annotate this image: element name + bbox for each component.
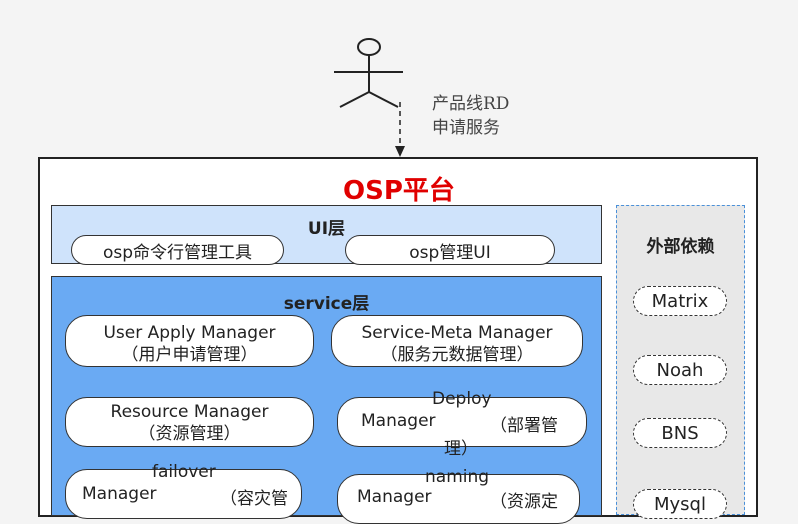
- service-meta-manager-desc: （服务元数据管理）: [380, 345, 534, 365]
- naming-manager-word-main: Manager: [357, 487, 432, 507]
- service-layer: service层 User Apply Manager （用户申请管理） Ser…: [51, 276, 602, 524]
- service-layer-title: service层: [283, 294, 370, 314]
- user-apply-manager-desc: （用户申请管理）: [121, 345, 258, 365]
- user-apply-manager-name: User Apply Manager: [103, 323, 276, 343]
- resource-manager-desc: （资源管理）: [138, 424, 241, 444]
- deploy-manager: [337, 397, 587, 447]
- failover-manager-note: （容灾管: [220, 489, 288, 509]
- naming-manager-note: （资源定: [490, 492, 558, 512]
- dep-noah-label: Noah: [656, 359, 704, 381]
- resource-manager-name: Resource Manager: [110, 402, 269, 422]
- actor-leg-right: [368, 91, 399, 108]
- ui-item-cli-tool: osp命令行管理工具: [71, 235, 284, 265]
- service-meta-manager: Service-Meta Manager （服务元数据管理）: [331, 315, 583, 367]
- dep-matrix-label: Matrix: [651, 290, 709, 312]
- actor-figure: [334, 38, 405, 157]
- deploy-manager-word-main: Manager: [361, 411, 436, 431]
- dep-mysql: Mysql: [633, 489, 727, 519]
- ui-item-admin-ui-label: osp管理UI: [409, 242, 491, 263]
- resource-manager: Resource Manager （资源管理）: [65, 397, 314, 447]
- ui-layer-title: UI层: [307, 219, 346, 239]
- naming-manager-word-top: naming: [425, 467, 490, 487]
- service-meta-manager-name: Service-Meta Manager: [361, 323, 553, 343]
- ui-item-admin-ui: osp管理UI: [345, 235, 555, 265]
- actor-leg-left: [339, 91, 370, 108]
- actor-label-line1: 产品线RD: [432, 94, 510, 114]
- actor-head: [357, 38, 381, 56]
- ui-layer: UI层 osp命令行管理工具 osp管理UI: [51, 205, 602, 265]
- request-arrow-head: [395, 146, 405, 157]
- deploy-manager-note-end: 理）: [444, 439, 478, 459]
- deploy-manager-note: （部署管: [490, 416, 558, 436]
- deploy-manager-word-top: Deploy: [432, 389, 492, 409]
- dep-mysql-label: Mysql: [654, 493, 706, 515]
- dep-noah: Noah: [633, 355, 727, 385]
- user-apply-manager: User Apply Manager （用户申请管理）: [65, 315, 314, 367]
- external-dependencies: 外部依赖 Matrix Noah BNS Mysql: [616, 205, 745, 519]
- failover-manager-word-top: failover: [152, 462, 216, 482]
- ui-item-cli-tool-label: osp命令行管理工具: [102, 242, 253, 263]
- platform-title: OSP平台: [343, 176, 455, 206]
- dep-matrix: Matrix: [633, 286, 727, 316]
- failover-manager-word-main: Manager: [82, 484, 157, 504]
- dep-bns-label: BNS: [661, 422, 699, 444]
- external-dependencies-title: 外部依赖: [646, 237, 715, 257]
- actor-label-line2: 申请服务: [432, 118, 500, 138]
- actor-label: 产品线RD 申请服务: [432, 92, 509, 140]
- dep-bns: BNS: [633, 418, 727, 448]
